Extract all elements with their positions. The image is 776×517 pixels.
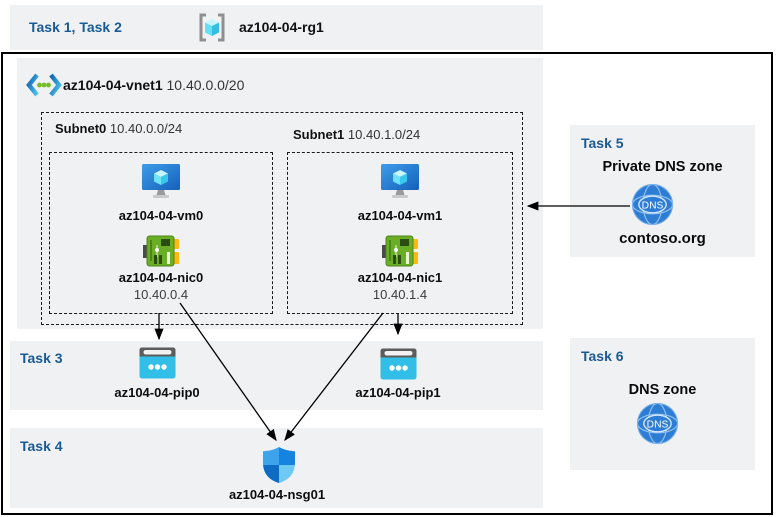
vnet-title: az104-04-vnet1 10.40.0.0/20 (63, 77, 244, 93)
vnet-name: az104-04-vnet1 (63, 77, 163, 93)
subnet0-label: Subnet0 10.40.0.0/24 (55, 121, 182, 136)
task4-strip: Task 4 az104-04-nsg01 (10, 428, 543, 508)
task3-strip: Task 3 az104-04-pip0 az104-04-pip1 (10, 341, 543, 410)
nic-icon (382, 235, 418, 267)
task3-label: Task 3 (20, 350, 63, 366)
dns-zone-icon: DNS (631, 183, 674, 226)
vnet-cidr: 10.40.0.0/20 (166, 77, 245, 93)
nic-name: az104-04-nic1 (357, 270, 443, 285)
subnet1-label: Subnet1 10.40.1.0/24 (293, 127, 420, 142)
dns-icon-text: DNS (642, 200, 664, 211)
virtual-network-icon (26, 73, 62, 97)
task5-label: Task 5 (581, 135, 624, 151)
private-dns-zone-name: contoso.org (619, 230, 706, 247)
dns-zone-title: DNS zone (628, 382, 697, 398)
header-task-label: Task 1, Task 2 (29, 19, 122, 35)
nic-ip: 10.40.1.4 (372, 287, 428, 302)
outer-boundary (1, 52, 773, 515)
nic-name: az104-04-nic0 (118, 270, 204, 285)
pip0-name: az104-04-pip0 (114, 385, 200, 400)
task6-box: Task 6 DNS zone DNS (570, 338, 755, 470)
task6-label: Task 6 (581, 348, 624, 364)
task4-label: Task 4 (20, 438, 63, 454)
dns-zone-icon: DNS (636, 402, 679, 445)
nic-ip: 10.40.0.4 (133, 287, 189, 302)
private-dns-zone-title: Private DNS zone (602, 159, 723, 175)
nsg-shield-icon (263, 447, 295, 483)
nic-icon (143, 235, 179, 267)
header-strip: Task 1, Task 2 az104-04-rg1 (10, 5, 543, 50)
vm-name: az104-04-vm1 (357, 208, 443, 223)
subnet0-box: az104-04-vm0 az104-04-nic (49, 152, 273, 314)
vm-name: az104-04-vm0 (118, 208, 204, 223)
vm-icon (381, 164, 419, 198)
public-ip-icon (380, 348, 417, 380)
subnet1-cidr: 10.40.1.0/24 (347, 127, 421, 142)
dns-icon-text: DNS (647, 419, 669, 430)
subnets-container: Subnet0 10.40.0.0/24 (41, 112, 523, 325)
resource-group-icon (199, 13, 225, 42)
vnet-panel: az104-04-vnet1 10.40.0.0/20 Subnet0 10.4… (17, 58, 543, 329)
pip1-name: az104-04-pip1 (355, 385, 441, 400)
subnet0-name: Subnet0 (55, 121, 107, 136)
subnet1-name: Subnet1 (293, 127, 345, 142)
subnet0-cidr: 10.40.0.0/24 (109, 121, 183, 136)
public-ip-icon (139, 347, 176, 379)
subnet1-box: az104-04-vm1 az104-04-nic (287, 152, 513, 314)
vm-icon (142, 164, 180, 198)
nsg-name: az104-04-nsg01 (228, 487, 326, 502)
resource-group-name: az104-04-rg1 (239, 19, 324, 35)
task5-box: Task 5 Private DNS zone DNS contoso.org (570, 125, 755, 257)
